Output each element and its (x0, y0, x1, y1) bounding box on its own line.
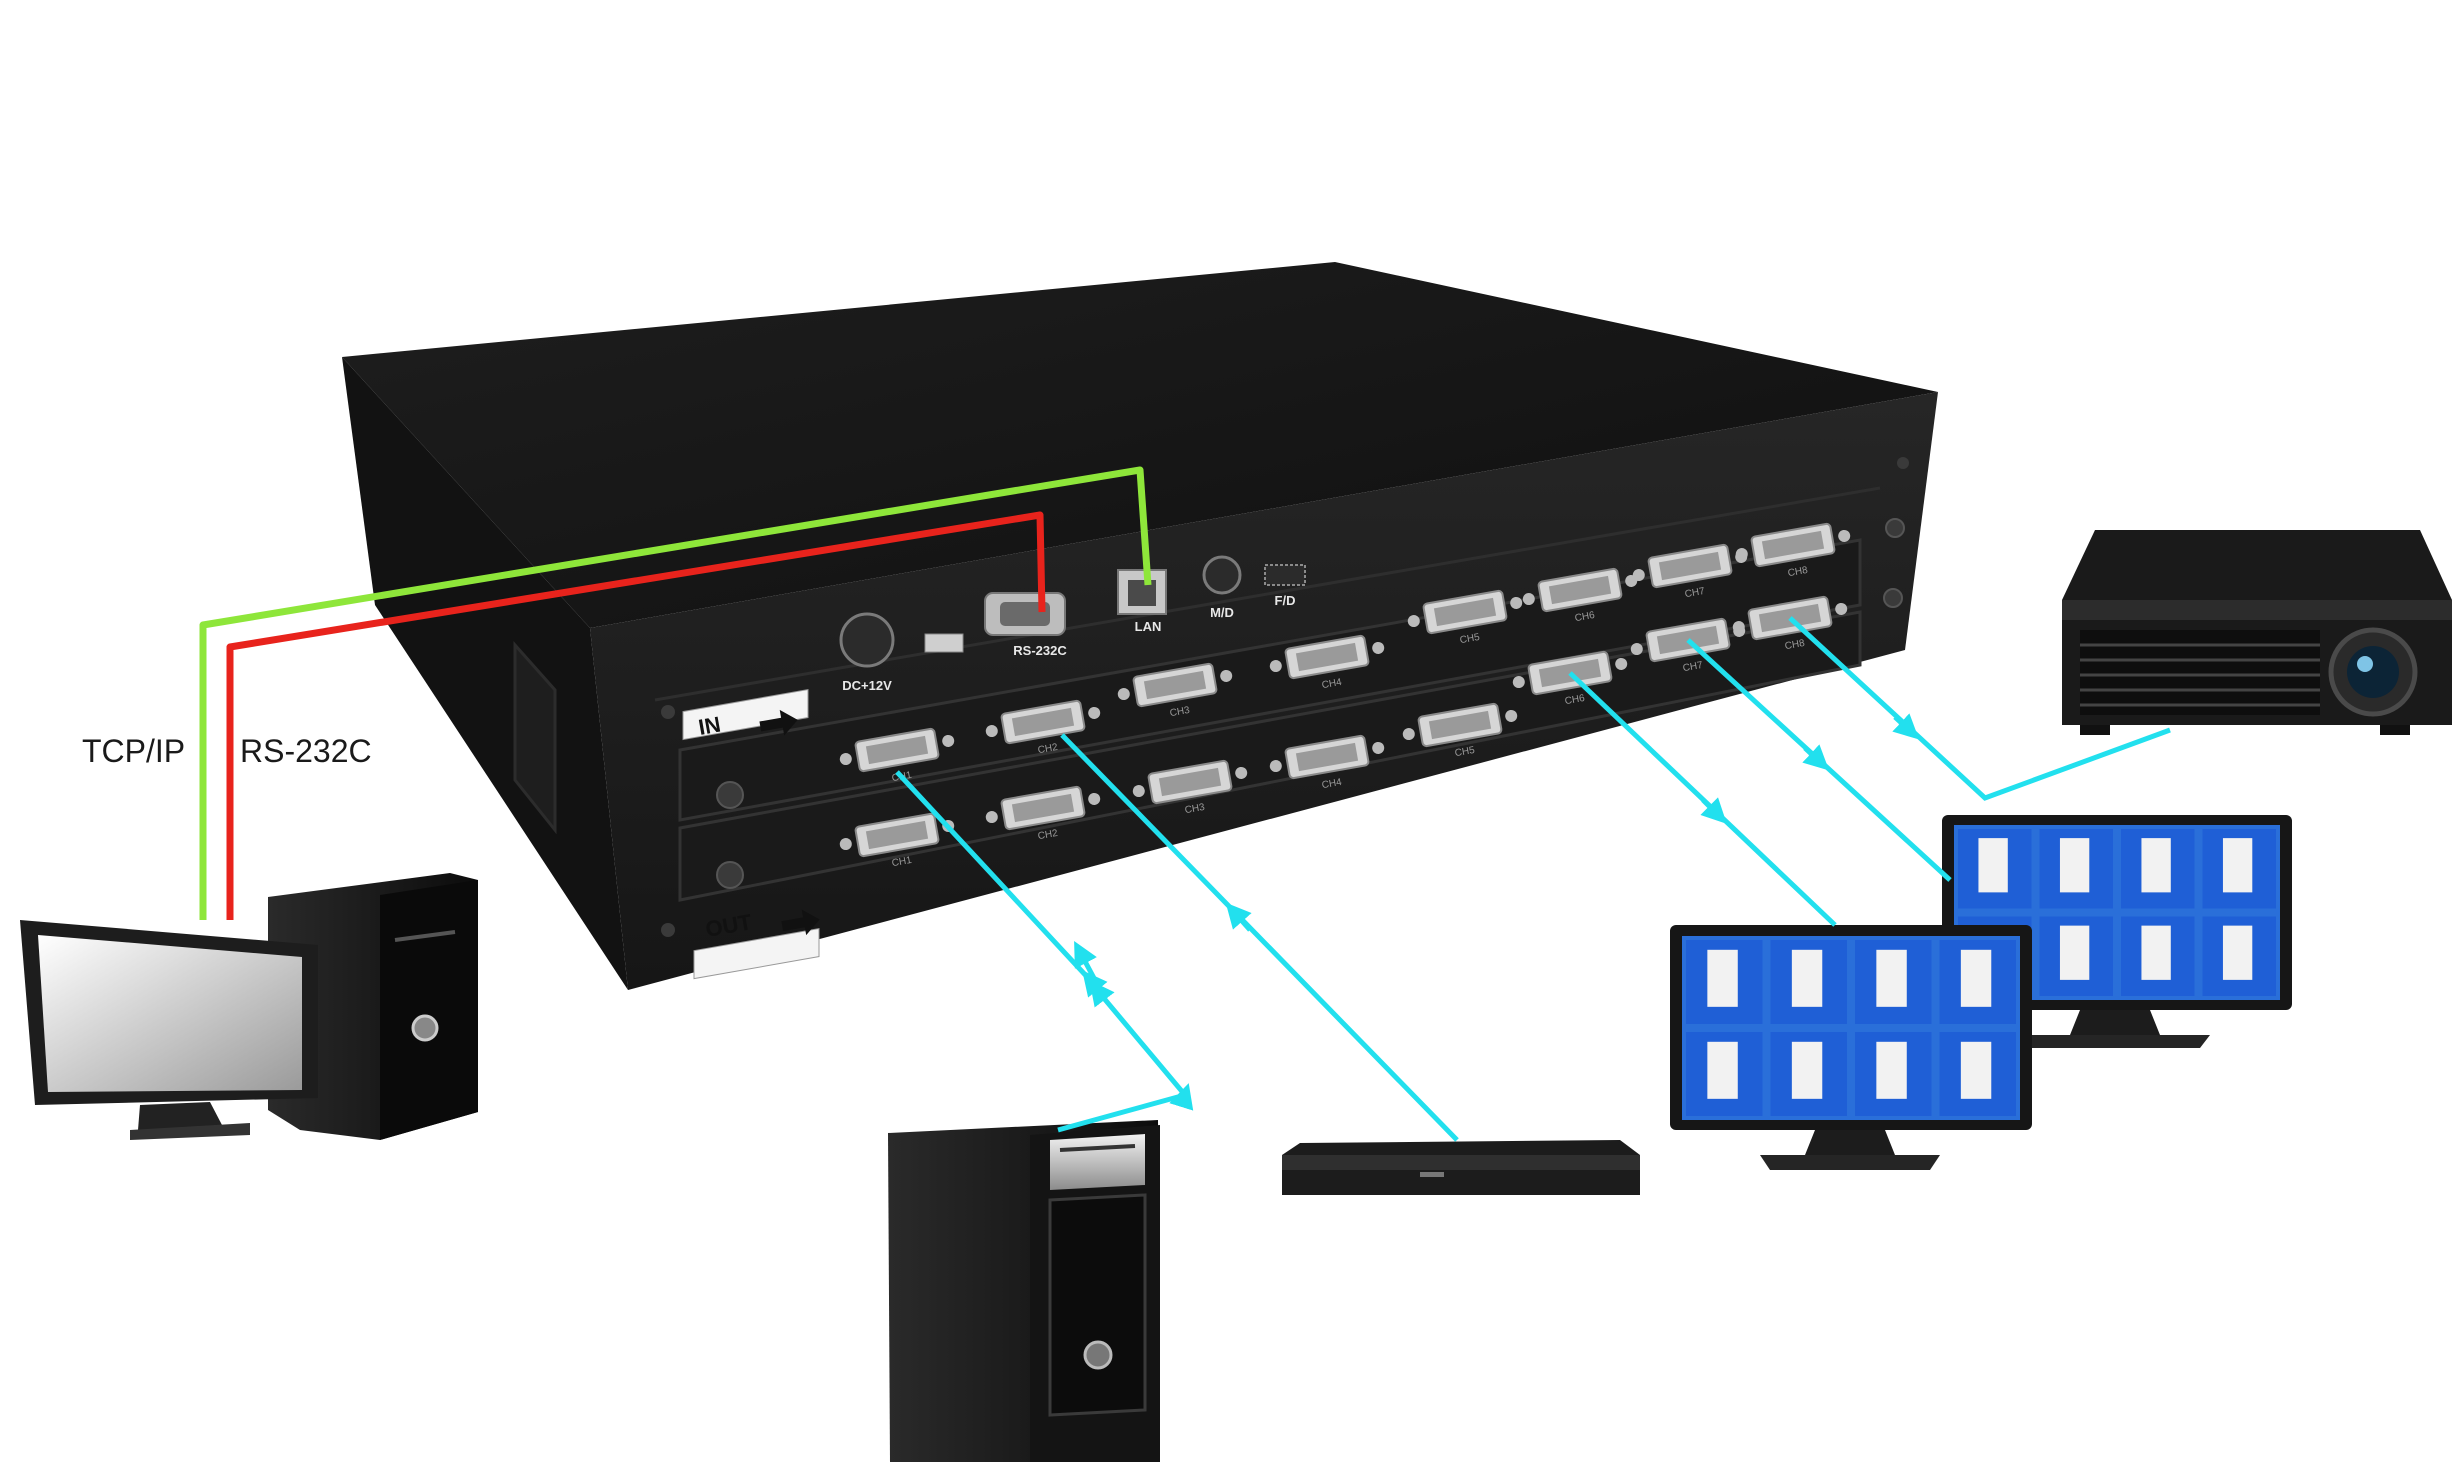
arrow-right-icon (781, 909, 820, 936)
video-arrow (1700, 797, 1727, 824)
power-button-icon (1083, 1340, 1113, 1370)
monitor-screen (38, 935, 302, 1092)
in-tag: IN (682, 688, 809, 741)
video-arrow (1225, 902, 1252, 932)
screw (1883, 588, 1903, 608)
usb-port (924, 633, 964, 653)
window-thumbnail (1978, 838, 2008, 893)
input-port-ch3-label: CH3 (1169, 705, 1191, 719)
input-port-ch7: CH7 (1632, 543, 1748, 600)
output-port-ch4: CH4 (1269, 734, 1385, 791)
video-cable-out6-to-display1 (1568, 671, 1837, 927)
screw (661, 923, 675, 937)
input-port-ch2-label: CH2 (1037, 742, 1059, 756)
output-port-ch3: CH3 (1132, 759, 1248, 816)
video-cable-pc-to-in1 (895, 770, 1194, 1133)
output-port-ch1: CH1 (839, 812, 955, 869)
source-player (1282, 1140, 1640, 1195)
video-arrow (1802, 744, 1830, 771)
window-thumbnail (2222, 925, 2253, 980)
video-cables (895, 616, 2171, 1142)
projector (2062, 530, 2452, 735)
in-label: IN (697, 711, 723, 739)
input-port-ch2: CH2 (985, 699, 1101, 756)
rs232c-cable (226, 511, 1046, 920)
window-thumbnail (2141, 838, 2171, 893)
input-port-ch6-label: CH6 (1574, 610, 1596, 624)
window-thumbnail (2222, 838, 2253, 893)
output-port-ch7-label: CH7 (1682, 660, 1704, 674)
video-cable-out8-to-projector (1788, 616, 2171, 801)
window-thumbnail (1960, 1041, 1992, 1099)
input-port-ch5: CH5 (1407, 589, 1523, 646)
window-thumbnail (2059, 925, 2090, 980)
md-port (1202, 555, 1242, 595)
input-port-ch8: CH8 (1735, 522, 1851, 579)
screw (1897, 457, 1909, 469)
power-button-icon (411, 1014, 439, 1042)
output-port-ch2-label: CH2 (1037, 828, 1059, 842)
video-arrow (1892, 713, 1920, 740)
output-port-ch1-label: CH1 (891, 855, 913, 869)
serial-port-label: RS-232C (1013, 643, 1067, 658)
dc-power-port (839, 612, 895, 668)
window-thumbnail (1707, 1041, 1738, 1099)
input-port-ch6: CH6 (1522, 567, 1638, 624)
window-thumbnail (1791, 1041, 1823, 1099)
arrow-right-icon (759, 709, 798, 736)
video-wall-tiles (1686, 940, 2016, 1116)
control-pc (20, 873, 478, 1140)
screw (661, 705, 675, 719)
display-1 (1670, 925, 2032, 1170)
dc-power-label: DC+12V (842, 678, 892, 693)
fd-port-label: F/D (1275, 593, 1296, 608)
matrix-switcher: DC+12V RS-232C LAN M/D F/D IN OUT CH3CH4… (342, 262, 1938, 990)
window-thumbnail (1876, 949, 1907, 1007)
out-tag: OUT (693, 909, 820, 980)
screw (716, 781, 744, 809)
control-cables (199, 466, 1152, 920)
video-cable-box-to-in2 (1060, 733, 1459, 1142)
input-port-ch5-label: CH5 (1459, 632, 1481, 646)
window-thumbnail (1707, 949, 1738, 1007)
window-thumbnail (1876, 1041, 1907, 1099)
side-vent (513, 641, 557, 835)
output-port-ch6-label: CH6 (1564, 693, 1586, 707)
source-pc (888, 1120, 1160, 1462)
video-arrow (1074, 940, 1098, 982)
screw (716, 861, 744, 889)
tcpip-cable (199, 466, 1152, 920)
output-port-ch4-label: CH4 (1321, 777, 1343, 791)
output-port-ch5: CH5 (1402, 702, 1518, 759)
md-port-label: M/D (1210, 605, 1234, 620)
window-thumbnail (2141, 925, 2171, 980)
projector-vent (2080, 630, 2320, 715)
tcpip-label: TCP/IP (82, 733, 185, 769)
drive-bay (1050, 1134, 1145, 1190)
window-thumbnail (1960, 949, 1992, 1007)
output-port-ch2: CH2 (985, 785, 1101, 842)
fd-port (1264, 564, 1306, 586)
input-port-ch4-label: CH4 (1321, 677, 1343, 691)
window-thumbnail (2059, 838, 2090, 893)
input-port-ch3: CH3 (1117, 662, 1233, 719)
input-port-ch7-label: CH7 (1684, 586, 1706, 600)
output-port-ch3-label: CH3 (1184, 802, 1206, 816)
output-port-ch5-label: CH5 (1454, 745, 1476, 759)
lan-port-label: LAN (1135, 619, 1162, 634)
screw (1885, 518, 1905, 538)
input-port-ch4: CH4 (1269, 634, 1385, 691)
output-port-ch8-label: CH8 (1784, 638, 1806, 652)
rs232c-label: RS-232C (240, 733, 372, 769)
window-thumbnail (1791, 949, 1823, 1007)
input-port-ch8-label: CH8 (1787, 565, 1809, 579)
